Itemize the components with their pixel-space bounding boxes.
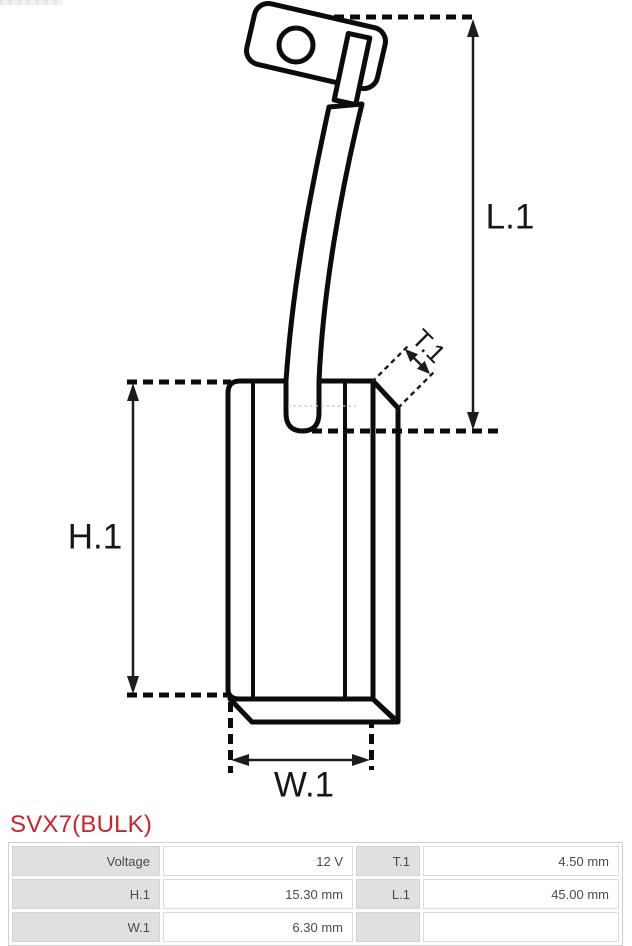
- t1-arrowhead-downright: [416, 360, 430, 374]
- spec-value-w1: 6.30 mm: [163, 912, 353, 942]
- dimension-h1: H.1: [68, 383, 139, 694]
- table-row: Voltage 12 V T.1 4.50 mm: [12, 846, 619, 876]
- spec-label-h1: H.1: [12, 879, 160, 909]
- t1-extension-line-lower: [397, 370, 436, 409]
- brush-body: [225, 378, 401, 725]
- top-left-watermark-fragment: [0, 0, 62, 5]
- product-technical-drawing: L.1 H.1 W.1 T.1: [68, 1, 534, 805]
- dimension-w1: W.1: [231, 754, 370, 805]
- spec-label-t1: T.1: [356, 846, 420, 876]
- dimension-l1: L.1: [467, 19, 534, 430]
- l1-label: L.1: [486, 198, 535, 237]
- terminal-hole: [276, 25, 316, 65]
- t1-arrowhead-upleft: [405, 349, 419, 363]
- brush-front-face: [225, 378, 376, 702]
- w1-arrowhead-right: [352, 754, 370, 766]
- spec-label-empty: [356, 912, 420, 942]
- spec-value-h1: 15.30 mm: [163, 879, 353, 909]
- w1-arrowhead-left: [231, 754, 249, 766]
- part-number-link[interactable]: SVX7(BULK): [10, 811, 153, 838]
- l1-arrowhead-up: [467, 19, 479, 37]
- h1-arrowhead-down: [127, 676, 139, 694]
- w1-label: W.1: [274, 766, 334, 805]
- spec-value-empty: [423, 912, 619, 942]
- terminal-assembly: [244, 1, 388, 108]
- spec-label-w1: W.1: [12, 912, 160, 942]
- spec-value-voltage: 12 V: [163, 846, 353, 876]
- terminal-crimp-bar: [331, 30, 373, 108]
- l1-arrowhead-down: [467, 412, 479, 430]
- lead-wire: [283, 101, 365, 434]
- reference-dashed-lines: [127, 14, 478, 773]
- h1-label: H.1: [68, 518, 122, 557]
- spec-value-l1: 45.00 mm: [423, 879, 619, 909]
- h1-arrowhead-up: [127, 383, 139, 401]
- table-row: H.1 15.30 mm L.1 45.00 mm: [12, 879, 619, 909]
- spec-label-voltage: Voltage: [12, 846, 160, 876]
- table-row: W.1 6.30 mm: [12, 912, 619, 942]
- brush-bottom-face: [227, 696, 400, 725]
- t1-label: T.1: [406, 323, 452, 369]
- spec-value-t1: 4.50 mm: [423, 846, 619, 876]
- spec-label-l1: L.1: [356, 879, 420, 909]
- spec-table: Voltage 12 V T.1 4.50 mm H.1 15.30 mm L.…: [8, 842, 623, 946]
- t1-extension-line-upper: [371, 344, 410, 383]
